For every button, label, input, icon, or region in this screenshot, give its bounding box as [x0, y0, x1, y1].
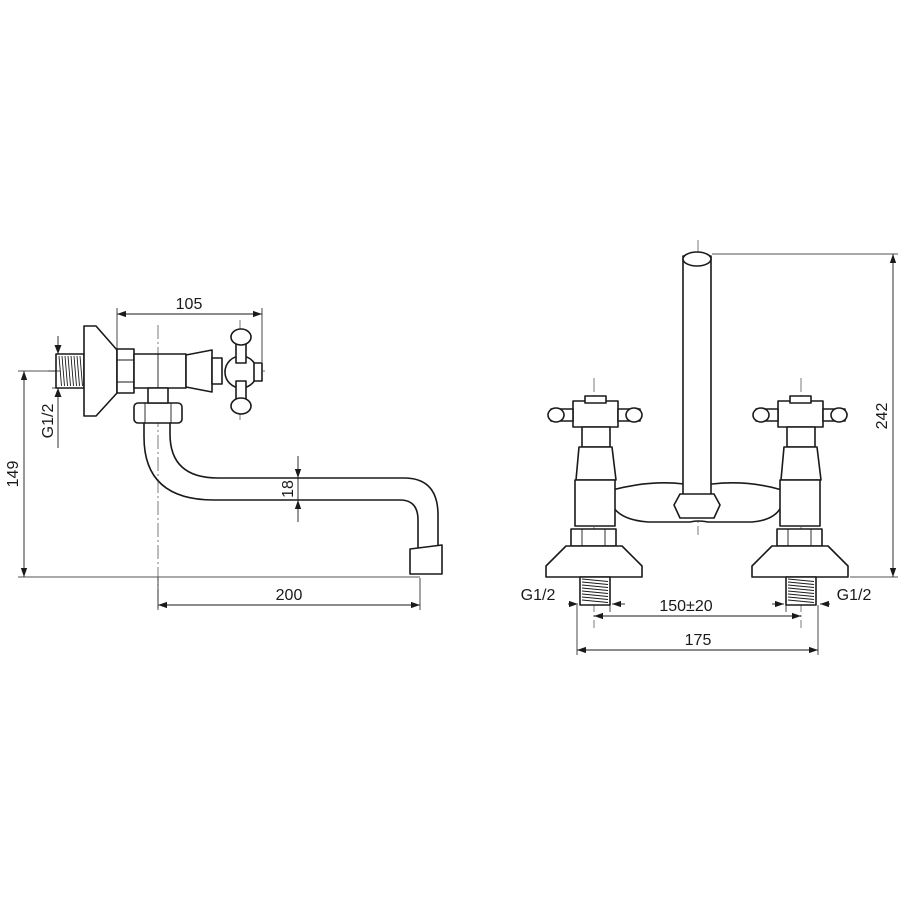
spout: [143, 422, 419, 550]
dim-front-thread-right: G1/2: [837, 587, 872, 604]
front-view-dimensions: 242 G1/2 G1/2 150±20 175: [521, 253, 898, 655]
dim-side-height: 149: [5, 461, 22, 488]
side-view: [48, 320, 443, 610]
mixer-spout: [682, 255, 712, 497]
hex-nut: [116, 348, 135, 394]
dim-front-centers: 150±20: [659, 598, 712, 615]
swivel-nut: [133, 402, 183, 424]
spout-nozzle: [409, 544, 443, 575]
inlet-thread: [55, 353, 85, 389]
cross-handle: [224, 328, 263, 415]
front-view: [545, 240, 849, 628]
dim-side-top: 105: [176, 296, 203, 313]
dim-front-thread-left: G1/2: [521, 587, 556, 604]
dim-side-thread: G1/2: [40, 404, 57, 439]
dim-side-length: 200: [276, 587, 303, 604]
right-tap: [751, 395, 849, 606]
dim-spout-diameter: 18: [280, 480, 297, 498]
wall-flange: [83, 325, 118, 417]
valve-body: [133, 353, 187, 389]
left-tap: [545, 395, 643, 606]
dim-front-height: 242: [874, 403, 891, 430]
dim-front-width: 175: [685, 632, 712, 649]
side-view-dimensions: 105 149 G1/2 18 200: [5, 296, 421, 610]
valve-bonnet: [185, 349, 213, 393]
